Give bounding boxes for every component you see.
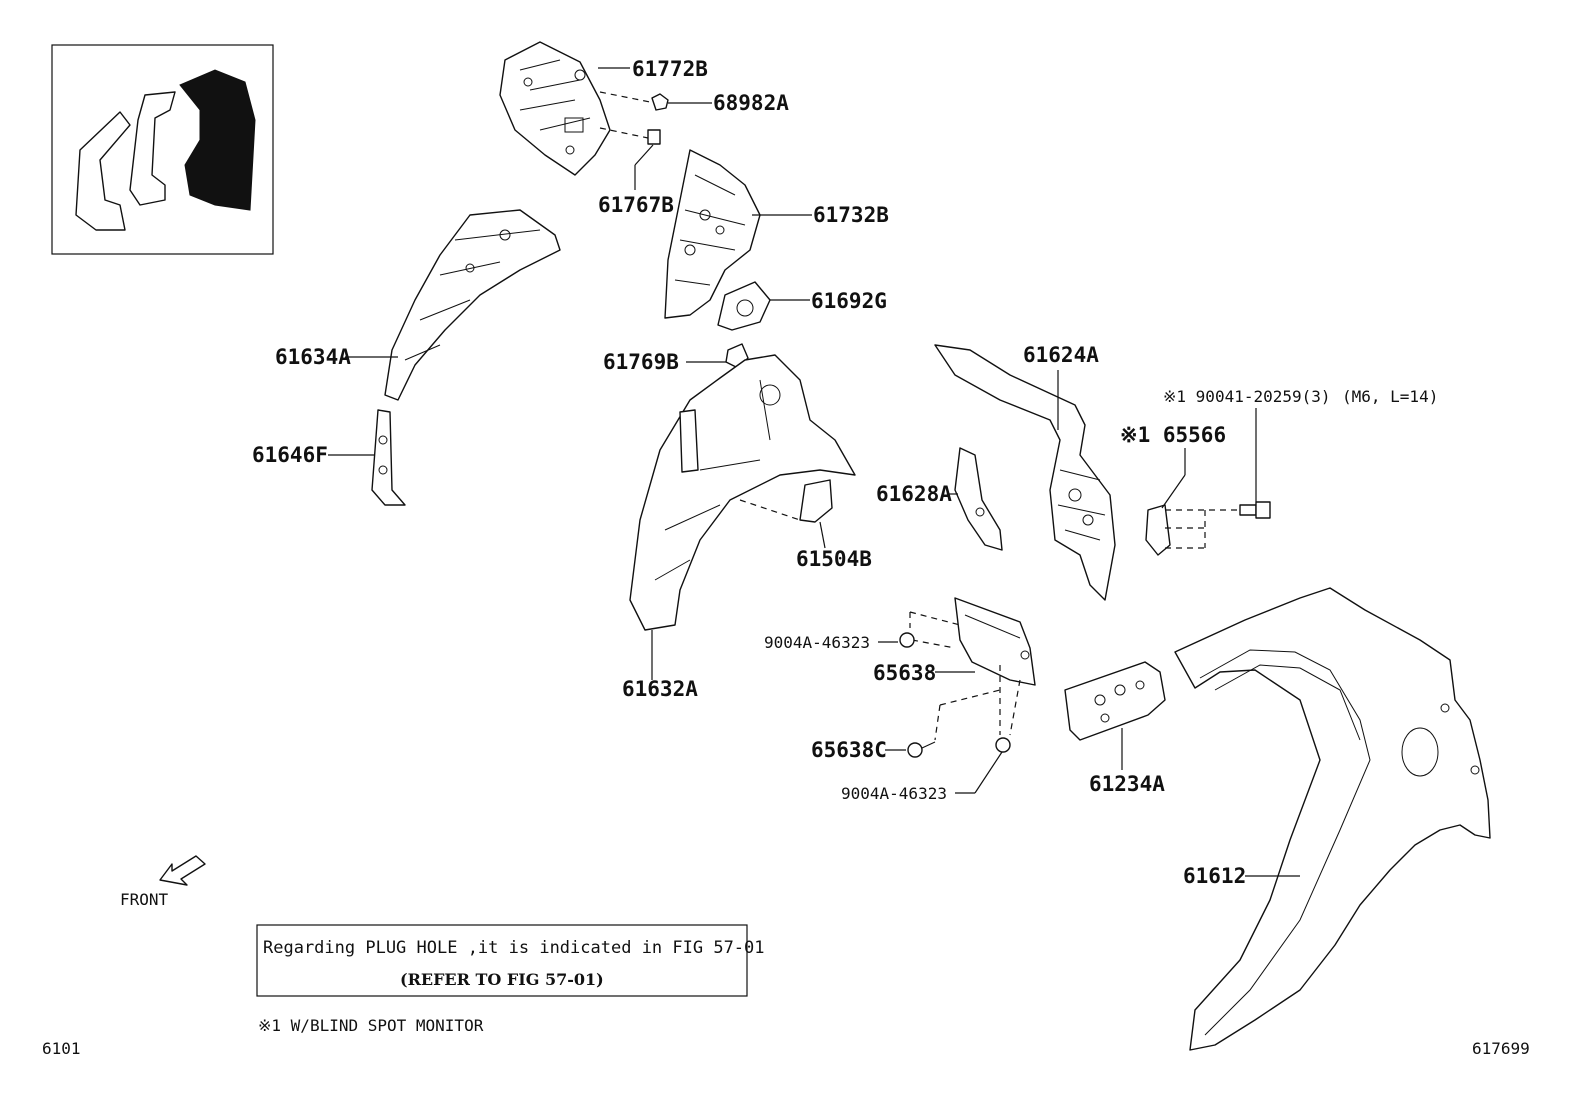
part-61634A-drawing — [384, 209, 561, 401]
label-61628A: 61628A — [876, 482, 952, 506]
label-61504B: 61504B — [796, 547, 872, 571]
part-61732B-drawing — [664, 149, 761, 319]
part-65638C-drawing — [907, 741, 936, 758]
label-61732B: 61732B — [813, 203, 889, 227]
part-9004A-46323-lower-drawing — [995, 737, 1011, 753]
front-arrow-icon — [159, 855, 206, 886]
label-65638C: 65638C — [811, 738, 887, 762]
label-65566: ※1 65566 — [1120, 423, 1226, 447]
part-61692G-drawing — [717, 281, 771, 331]
label-61234A: 61234A — [1089, 772, 1165, 796]
part-61628A-drawing — [954, 447, 1003, 551]
label-61692G: 61692G — [811, 289, 887, 313]
label-bolt-90041-20259: ※1 90041-20259(3) — [1163, 387, 1331, 406]
part-65638-drawing — [954, 597, 1036, 686]
page-code-left: 6101 — [42, 1039, 81, 1058]
part-61504B-drawing — [799, 479, 833, 523]
plug-hole-note-box — [256, 924, 748, 997]
inset-highlighted-panel — [179, 69, 256, 211]
label-61769B: 61769B — [603, 350, 679, 374]
inset-outline-left — [75, 111, 131, 231]
label-61632A: 61632A — [622, 677, 698, 701]
part-61612-drawing — [1174, 587, 1491, 1051]
part-61624A-drawing — [934, 344, 1116, 601]
label-9004A-46323-lower: 9004A-46323 — [841, 784, 947, 803]
blind-spot-footnote: ※1 W/BLIND SPOT MONITOR — [258, 1016, 484, 1035]
part-61632A-drawing — [629, 354, 856, 631]
part-68982A-drawing — [651, 93, 669, 111]
label-61646F: 61646F — [252, 443, 328, 467]
label-65638: 65638 — [873, 661, 936, 685]
front-label: FRONT — [120, 890, 169, 909]
locator-inset — [51, 44, 274, 255]
label-61624A: 61624A — [1023, 343, 1099, 367]
part-9004A-46323-upper-drawing — [899, 632, 915, 648]
part-65566-drawing — [1145, 504, 1171, 556]
plug-hole-note-line1: Regarding PLUG HOLE ,it is indicated in … — [263, 938, 765, 958]
inset-outline-middle — [129, 91, 176, 206]
label-61772B: 61772B — [632, 57, 708, 81]
part-61646F-drawing — [371, 409, 406, 506]
label-bolt-spec: (M6, L=14) — [1342, 387, 1438, 406]
label-61767B: 61767B — [598, 193, 674, 217]
plug-hole-note-line2: (REFER TO FIG 57-01) — [400, 970, 604, 989]
label-68982A: 68982A — [713, 91, 789, 115]
label-9004A-46323-upper: 9004A-46323 — [764, 633, 870, 652]
bolt-90041-20259-drawing — [1239, 501, 1271, 519]
label-61612: 61612 — [1183, 864, 1246, 888]
part-61772B-drawing — [499, 41, 611, 176]
page-code-right: 617699 — [1472, 1039, 1530, 1058]
label-61634A: 61634A — [275, 345, 351, 369]
part-61234A-drawing — [1064, 661, 1166, 741]
part-61767B-drawing — [647, 129, 661, 145]
